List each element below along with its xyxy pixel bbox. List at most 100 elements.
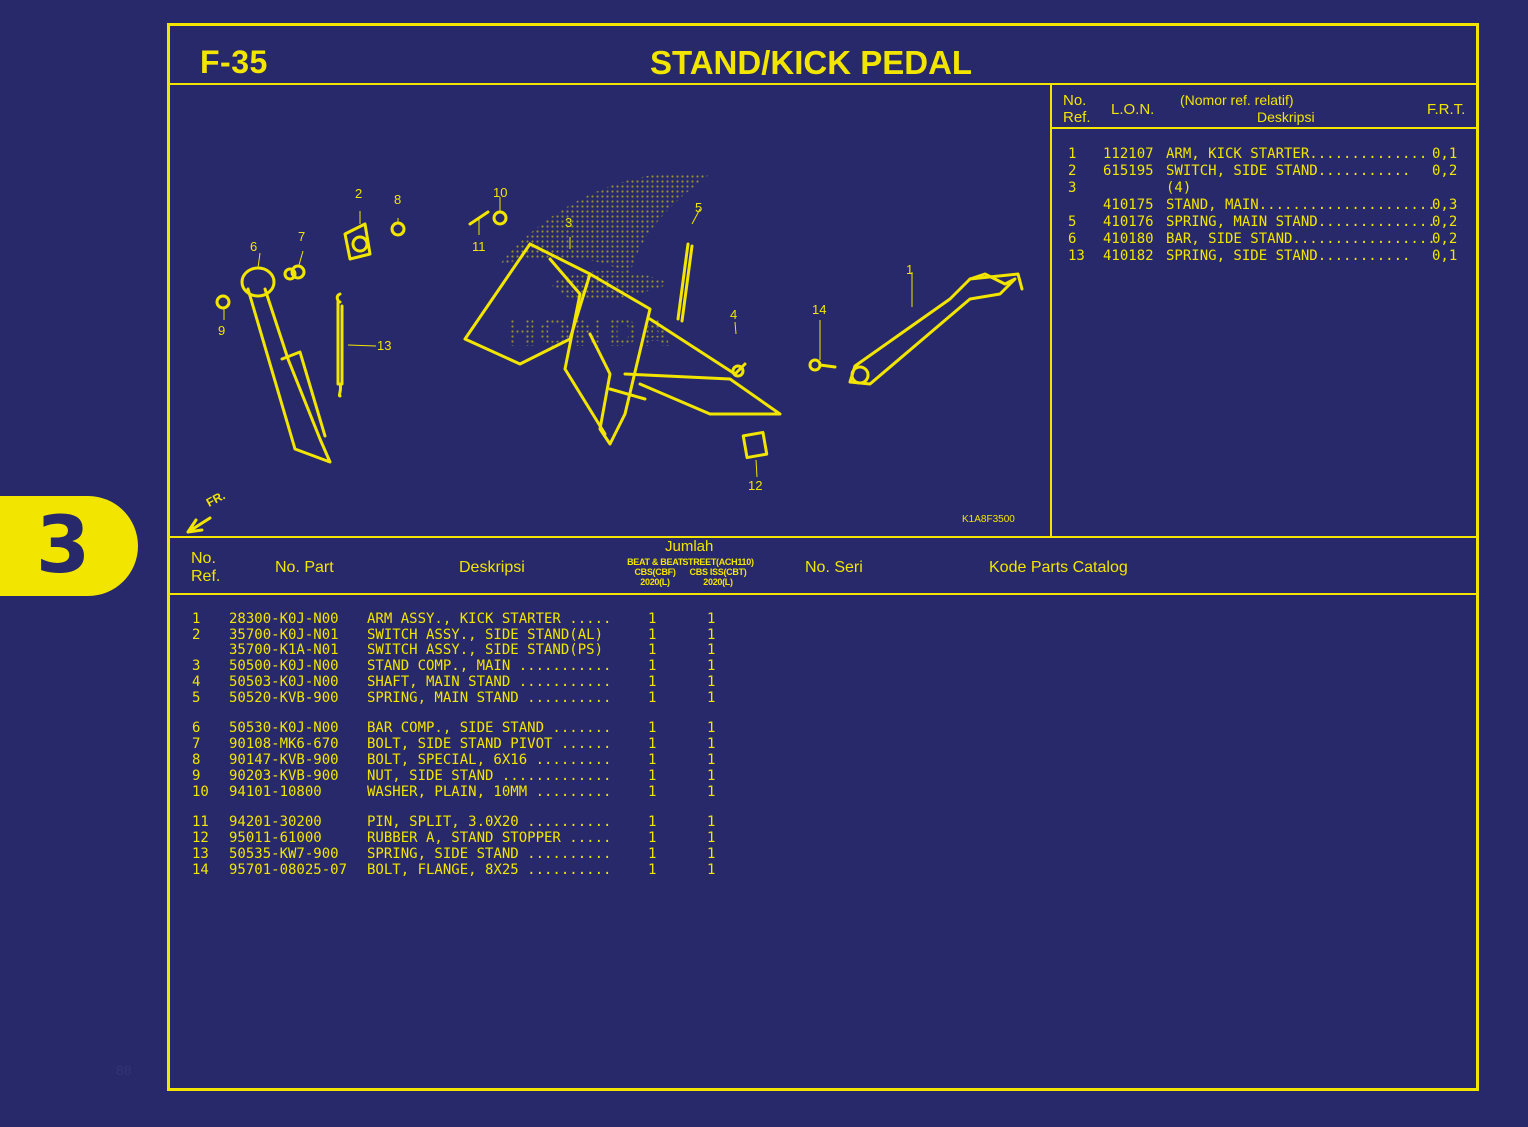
ref-number: 2 [1068, 163, 1077, 179]
qty-beat: 1 [648, 736, 657, 752]
callout-12: 12 [748, 478, 763, 493]
part-ref-number: 4 [192, 674, 201, 690]
qty-street: 1 [707, 862, 716, 878]
parts-table-row[interactable]: 35700-K1A-N01 SWITCH ASSY., SIDE STAND(PS… [170, 642, 1470, 658]
part-ref-number: 7 [192, 736, 201, 752]
qty-beat: 1 [648, 674, 657, 690]
parts-header-seri: No. Seri [805, 559, 863, 576]
part-ref-number: 12 [192, 830, 209, 846]
part-description: NUT, SIDE STAND ............. [367, 768, 612, 784]
qty-beat: 1 [648, 862, 657, 878]
part-description: BOLT, SIDE STAND PIVOT ...... [367, 736, 612, 752]
part-description: STAND COMP., MAIN ........... [367, 658, 612, 674]
callout-9: 9 [218, 323, 226, 338]
lon-code: 410175 [1103, 197, 1154, 213]
qty-street: 1 [707, 690, 716, 706]
part-ref-number: 13 [192, 846, 209, 862]
callout-14: 14 [812, 302, 827, 317]
diagram-divider [1050, 83, 1052, 536]
part-description: SPRING, MAIN STAND .......... [367, 690, 612, 706]
callout-7: 7 [298, 229, 306, 244]
part-number: 28300-K0J-N00 [229, 611, 339, 627]
parts-header-kode: Kode Parts Catalog [989, 559, 1128, 576]
parts-table-row[interactable]: 6 50530-K0J-N00 BAR COMP., SIDE STAND ....… [170, 720, 1470, 736]
frt-value: 0,3 [1432, 197, 1458, 213]
ref-description: SWITCH, SIDE STAND........... [1166, 163, 1411, 179]
part-ref-number: 3 [192, 658, 201, 674]
main-stand [463, 242, 592, 366]
side-stand-spring [335, 292, 344, 398]
parts-table-row[interactable]: 4 50503-K0J-N00 SHAFT, MAIN STAND ........… [170, 674, 1470, 690]
part-description: ARM ASSY., KICK STARTER ..... [367, 611, 612, 627]
parts-header-qty-col2: STREET(ACH110) CBS ISS(CBT) 2020(L) [682, 557, 754, 587]
parts-table-row[interactable]: 7 90108-MK6-670 BOLT, SIDE STAND PIVOT ...… [170, 736, 1470, 752]
chapter-tab[interactable]: 3 [0, 496, 138, 596]
part-description: BAR COMP., SIDE STAND ....... [367, 720, 612, 736]
qty-street: 1 [707, 736, 716, 752]
ref-number: 13 [1068, 248, 1085, 264]
part-ref-number: 6 [192, 720, 201, 736]
page-title: STAND/KICK PEDAL [650, 44, 973, 81]
part-description: BOLT, SPECIAL, 6X16 ......... [367, 752, 612, 768]
part-number: 90147-KVB-900 [229, 752, 339, 768]
part-description: SWITCH ASSY., SIDE STAND(PS) [367, 642, 604, 658]
ref-number: 5 [1068, 214, 1077, 230]
figure-code: F-35 [200, 44, 268, 80]
callout-8: 8 [394, 192, 402, 207]
part-number: 94201-30200 [229, 814, 322, 830]
parts-table-row[interactable]: 3 50500-K0J-N00 STAND COMP., MAIN ........… [170, 658, 1470, 674]
qty-street: 1 [707, 720, 716, 736]
part-description: WASHER, PLAIN, 10MM ......... [367, 784, 612, 800]
honda-wing-logo: HONDA [500, 172, 710, 355]
ref-description: SPRING, MAIN STAND.............. [1166, 214, 1436, 230]
exploded-diagram: HONDA [170, 84, 1050, 536]
frt-value: 0,2 [1432, 231, 1458, 247]
lon-code: 410180 [1103, 231, 1154, 247]
qty-beat: 1 [648, 768, 657, 784]
lon-code: 112107 [1103, 146, 1154, 162]
part-ref-number: 14 [192, 862, 209, 878]
part-number: 90108-MK6-670 [229, 736, 339, 752]
part-number: 35700-K1A-N01 [229, 642, 339, 658]
qty-beat: 1 [648, 784, 657, 800]
part-number: 95011-61000 [229, 830, 322, 846]
main-stand-spring [676, 242, 694, 323]
part-description: RUBBER A, STAND STOPPER ..... [367, 830, 612, 846]
parts-table-row[interactable]: 1 28300-K0J-N00 ARM ASSY., KICK STARTER ..… [170, 611, 1470, 627]
ref-description: (4) [1166, 180, 1192, 196]
part-description: SHAFT, MAIN STAND ........... [367, 674, 612, 690]
parts-header-part: No. Part [275, 559, 334, 576]
part-number: 94101-10800 [229, 784, 322, 800]
qty-beat: 1 [648, 642, 657, 658]
part-ref-number: 5 [192, 690, 201, 706]
part-number: 50500-K0J-N00 [229, 658, 339, 674]
section-divider [170, 536, 1476, 538]
side-stand-switch [343, 222, 372, 261]
qty-street: 1 [707, 830, 716, 846]
ref-header-lon: L.O.N. [1111, 101, 1155, 118]
part-number: 50530-K0J-N00 [229, 720, 339, 736]
lon-code: 410182 [1103, 248, 1154, 264]
parts-table-row[interactable]: 12 95011-61000 RUBBER A, STAND STOPPER ...… [170, 830, 1470, 846]
part-number: 50535-KW7-900 [229, 846, 339, 862]
ref-description: STAND, MAIN..................... [1166, 197, 1436, 213]
qty-beat: 1 [648, 846, 657, 862]
part-ref-number: 1 [192, 611, 201, 627]
front-direction-arrow [186, 516, 212, 534]
qty-beat: 1 [648, 720, 657, 736]
frt-value: 0,1 [1432, 146, 1458, 162]
part-number: 50503-K0J-N00 [229, 674, 339, 690]
parts-header-qty-col1: BEAT & BEAT CBS(CBF) 2020(L) [627, 557, 683, 587]
part-description: PIN, SPLIT, 3.0X20 .......... [367, 814, 612, 830]
svg-text:HONDA: HONDA [505, 311, 672, 355]
diagram-code: K1A8F3500 [962, 514, 1015, 525]
ref-header-no: No. Ref. [1063, 92, 1091, 126]
